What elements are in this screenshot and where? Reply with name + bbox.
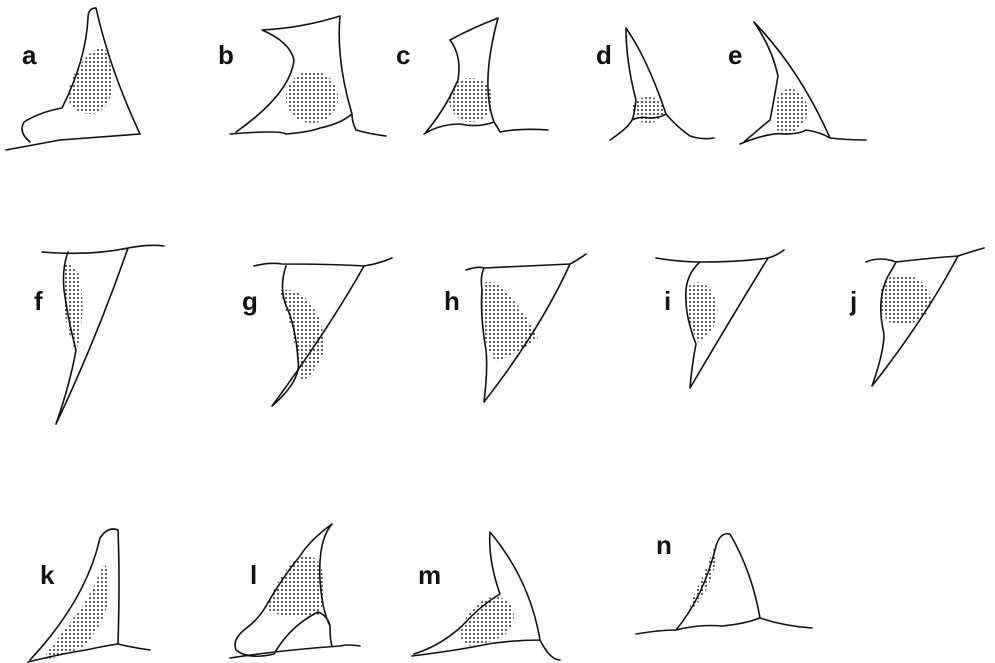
panel-label-i: i — [664, 286, 671, 316]
panel-a: a — [6, 8, 140, 150]
panel-label-l: l — [250, 560, 257, 590]
panel-d: d — [596, 28, 714, 140]
panel-f: f — [34, 245, 164, 424]
panel-c: c — [396, 18, 548, 134]
stippled-spot-i — [686, 282, 718, 342]
panel-label-k: k — [40, 560, 55, 590]
panel-label-n: n — [656, 530, 672, 560]
panel-label-b: b — [218, 40, 234, 70]
panel-h: h — [444, 254, 586, 402]
panel-label-d: d — [596, 40, 612, 70]
panel-label-h: h — [444, 286, 460, 316]
panel-label-f: f — [34, 286, 43, 316]
outline-c — [424, 18, 548, 134]
stippled-spot-j — [879, 275, 931, 325]
panel-label-m: m — [418, 560, 441, 590]
outline-j — [866, 248, 984, 386]
stippled-spot-b — [286, 71, 338, 123]
outline-d — [610, 28, 714, 140]
stippled-spot-d — [632, 97, 664, 123]
panel-g: g — [242, 258, 392, 406]
panel-l: l — [230, 524, 360, 658]
outline-e — [740, 22, 866, 144]
panel-m: m — [412, 532, 560, 660]
panel-n: n — [636, 530, 812, 634]
panel-k: k — [28, 529, 150, 662]
panel-label-c: c — [396, 40, 410, 70]
outline-f — [42, 245, 164, 424]
panel-e: e — [728, 22, 866, 144]
panel-label-g: g — [242, 286, 258, 316]
stippled-spot-m — [460, 597, 514, 646]
stippled-spot-e — [775, 89, 808, 136]
panel-label-e: e — [728, 40, 742, 70]
panel-label-j: j — [849, 286, 857, 316]
panel-j: j — [849, 248, 984, 386]
panel-label-a: a — [22, 40, 37, 70]
stippled-spot-l — [266, 555, 324, 616]
panel-b: b — [218, 16, 386, 136]
outline-i — [656, 250, 784, 388]
panel-i: i — [656, 250, 784, 388]
stippled-spot-g — [280, 290, 324, 382]
outline-g — [254, 258, 392, 406]
stippled-spot-h — [481, 282, 538, 362]
